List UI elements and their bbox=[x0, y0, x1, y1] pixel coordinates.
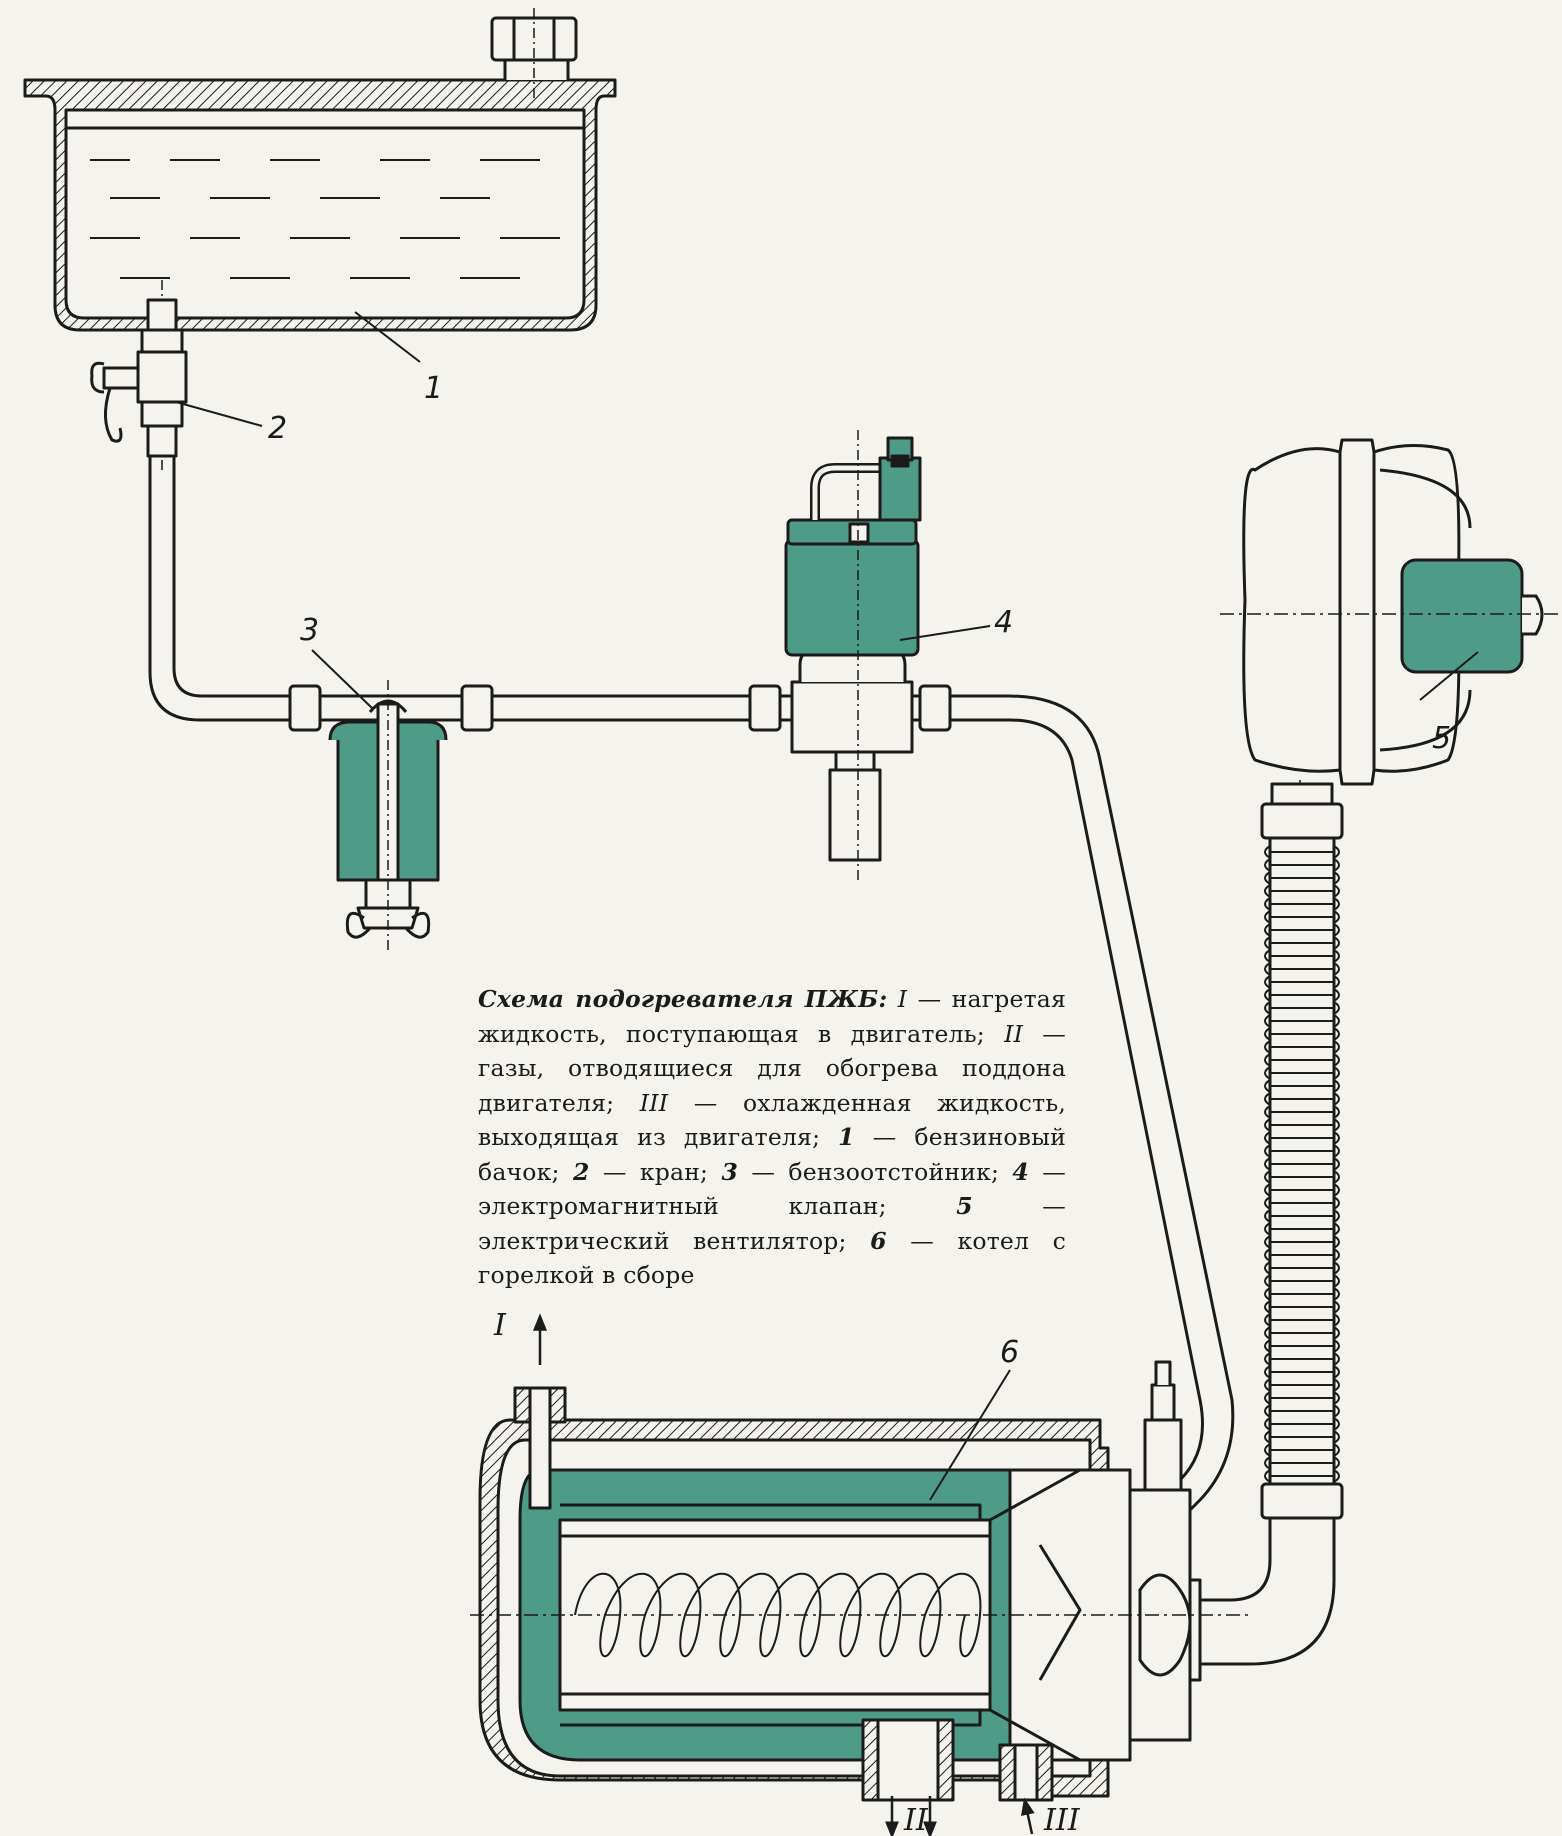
caption-legend: I — нагретая жидкость, поступающая в дви… bbox=[478, 985, 1066, 1289]
duct-corrugation bbox=[1264, 1092, 1340, 1106]
caption-key-III: III bbox=[639, 1088, 669, 1117]
boiler-with-burner bbox=[470, 1360, 1250, 1802]
duct-corrugation bbox=[1264, 1248, 1340, 1262]
duct-corrugation bbox=[1264, 1417, 1340, 1431]
duct-corrugation bbox=[1264, 1144, 1340, 1158]
leader-lines bbox=[175, 311, 1479, 1501]
duct-corrugation bbox=[1264, 1118, 1340, 1132]
duct-corrugation bbox=[1264, 1196, 1340, 1210]
duct-corrugation bbox=[1264, 1287, 1340, 1301]
duct-corrugation bbox=[1264, 1079, 1340, 1093]
duct-corrugation bbox=[1264, 1261, 1340, 1275]
fuel-settler bbox=[328, 680, 448, 950]
flow-arrows bbox=[533, 1313, 1035, 1836]
duct-corrugation bbox=[1264, 1378, 1340, 1392]
air-duct bbox=[1168, 782, 1344, 1682]
caption-desc-I: — нагретая жидкость, поступающая в двига… bbox=[478, 985, 1067, 1048]
caption-desc-1: — бензиновый бачок; bbox=[478, 1123, 1066, 1186]
duct-corrugation bbox=[1264, 1404, 1340, 1418]
duct-corrugation bbox=[1264, 1326, 1340, 1340]
duct-corrugation bbox=[1264, 1105, 1340, 1119]
fuel-tank bbox=[23, 8, 617, 332]
duct-corrugation bbox=[1264, 923, 1340, 937]
duct-corrugation bbox=[1264, 1014, 1340, 1028]
label-flow-iii: III bbox=[1043, 1803, 1081, 1836]
duct-corrugation bbox=[1264, 1456, 1340, 1470]
duct-corrugation bbox=[1264, 1170, 1340, 1184]
caption-desc-4: — электромагнитный клапан; bbox=[478, 1157, 1066, 1221]
duct-corrugation bbox=[1264, 1157, 1340, 1171]
duct-corrugation bbox=[1264, 1209, 1340, 1223]
duct-corrugation bbox=[1264, 1027, 1340, 1041]
duct-corrugation bbox=[1264, 1443, 1340, 1457]
duct-corrugation bbox=[1264, 845, 1340, 859]
duct-corrugation bbox=[1264, 1300, 1340, 1314]
caption-desc-6: — котел с горелкой в сборе bbox=[478, 1226, 1066, 1290]
duct-corrugation bbox=[1264, 1131, 1340, 1145]
caption-desc-3: — бензоотстойник; bbox=[738, 1157, 1013, 1186]
duct-corrugation bbox=[1264, 1235, 1340, 1249]
caption-desc-II: — газы, отводящиеся для обогрева поддона… bbox=[478, 1019, 1066, 1117]
duct-corrugation bbox=[1264, 1053, 1340, 1067]
duct-corrugation bbox=[1264, 871, 1340, 885]
caption-key-4: 4 bbox=[1012, 1157, 1029, 1186]
duct-corrugation bbox=[1264, 975, 1340, 989]
duct-corrugation bbox=[1264, 1274, 1340, 1288]
duct-corrugation bbox=[1264, 1339, 1340, 1353]
solenoid-valve bbox=[784, 430, 922, 880]
figure-caption: Схема подогревателя ПЖБ: I — нагретая жи… bbox=[478, 982, 1066, 1293]
fuel-valve bbox=[90, 280, 188, 470]
caption-key-II: II bbox=[1004, 1019, 1024, 1048]
label-part-3: 3 bbox=[300, 613, 319, 648]
duct-corrugation bbox=[1264, 1040, 1340, 1054]
duct-corrugation bbox=[1264, 1183, 1340, 1197]
duct-corrugation bbox=[1264, 1001, 1340, 1015]
caption-key-3: 3 bbox=[721, 1157, 739, 1186]
duct-corrugation bbox=[1264, 949, 1340, 963]
label-part-1: 1 bbox=[424, 371, 443, 406]
caption-key-2: 2 bbox=[572, 1157, 590, 1186]
duct-corrugation bbox=[1264, 1469, 1340, 1483]
duct-corrugation bbox=[1264, 884, 1340, 898]
duct-corrugation bbox=[1264, 936, 1340, 950]
duct-corrugation bbox=[1264, 1066, 1340, 1080]
caption-key-5: 5 bbox=[956, 1192, 973, 1220]
duct-corrugation bbox=[1264, 988, 1340, 1002]
caption-desc-2: — кран; bbox=[589, 1157, 722, 1186]
duct-corrugation bbox=[1264, 1352, 1340, 1366]
electric-fan bbox=[1220, 438, 1562, 1480]
duct-corrugation bbox=[1264, 1313, 1340, 1327]
fuel-line bbox=[148, 456, 1204, 1522]
caption-title: Схема подогревателя ПЖБ: bbox=[478, 985, 888, 1013]
duct-corrugation bbox=[1264, 910, 1340, 924]
duct-corrugation bbox=[1264, 1430, 1340, 1444]
label-flow-i: I bbox=[493, 1308, 507, 1343]
caption-desc-III: — охлажденная жидкость, выходящая из дви… bbox=[478, 1088, 1066, 1152]
label-part-6: 6 bbox=[1000, 1335, 1019, 1370]
label-flow-ii: II bbox=[903, 1803, 929, 1836]
duct-corrugation bbox=[1264, 1222, 1340, 1236]
label-part-4: 4 bbox=[994, 605, 1013, 640]
duct-corrugation bbox=[1264, 897, 1340, 911]
duct-corrugation bbox=[1264, 1365, 1340, 1379]
duct-corrugation bbox=[1264, 962, 1340, 976]
duct-corrugation bbox=[1264, 858, 1340, 872]
caption-desc-5: — электрический вентилятор; bbox=[478, 1192, 1067, 1255]
caption-key-1: 1 bbox=[838, 1123, 855, 1151]
label-part-2: 2 bbox=[268, 411, 287, 446]
duct-corrugation bbox=[1264, 1391, 1340, 1405]
label-part-5: 5 bbox=[1432, 721, 1451, 756]
caption-key-I: I bbox=[897, 985, 908, 1013]
caption-key-6: 6 bbox=[870, 1226, 887, 1255]
